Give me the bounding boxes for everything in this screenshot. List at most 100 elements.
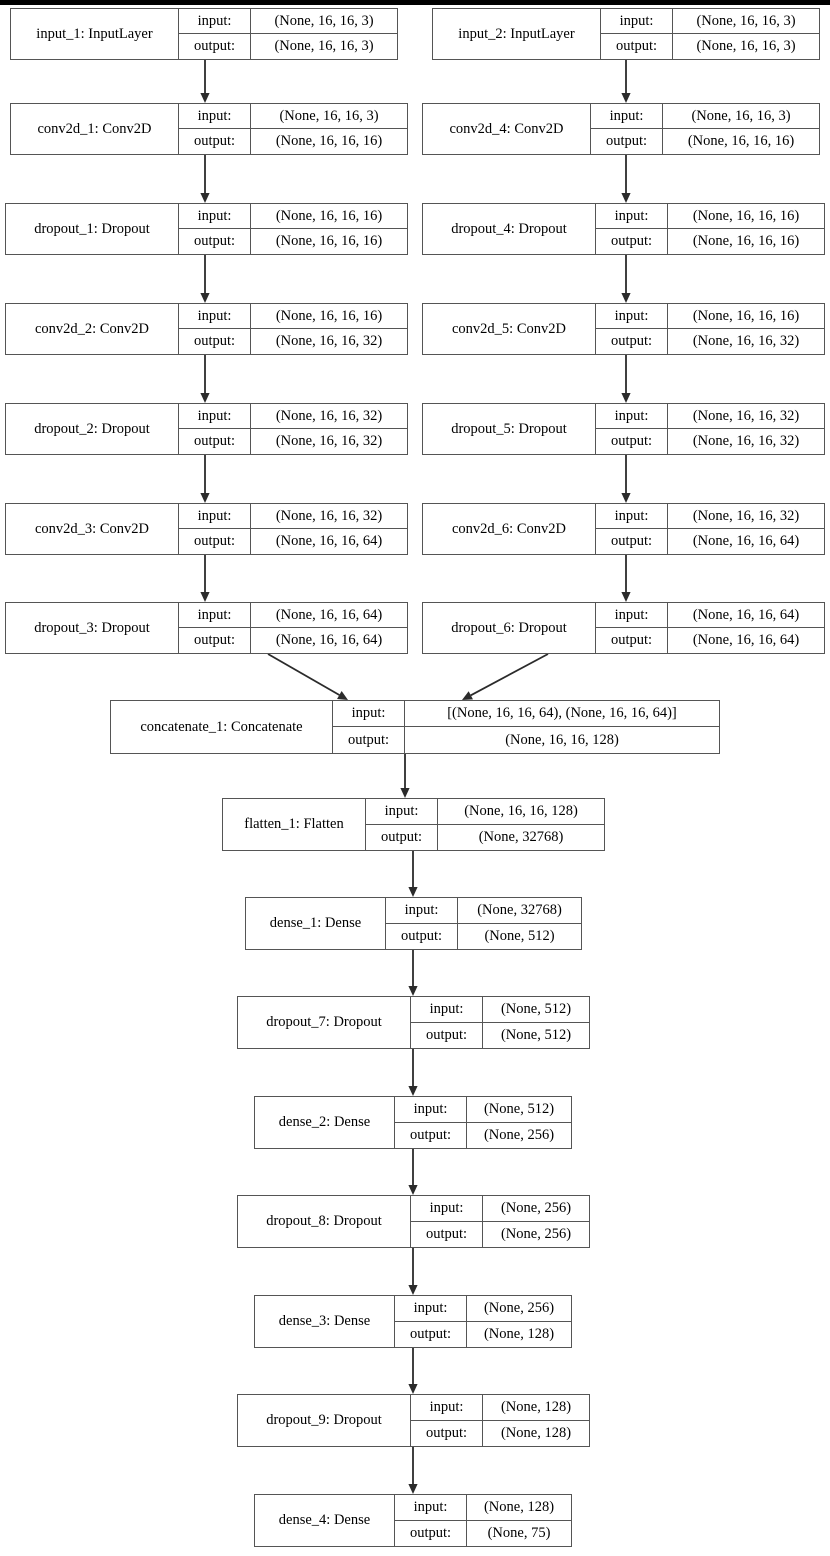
io-row-input: input:(None, 512) <box>395 1097 571 1123</box>
io-column: input:(None, 16, 16, 3)output:(None, 16,… <box>601 9 819 59</box>
io-row-output: output:(None, 16, 16, 64) <box>179 628 407 653</box>
layer-name-label: input_1: InputLayer <box>11 9 179 59</box>
layer-name-label: conv2d_2: Conv2D <box>6 304 179 354</box>
io-label-input: input: <box>601 9 673 33</box>
edge-conv2d_1-to-dropout_1 <box>200 155 210 203</box>
io-column: input:(None, 256)output:(None, 128) <box>395 1296 571 1347</box>
io-row-input: input:(None, 512) <box>411 997 589 1023</box>
io-label-output: output: <box>386 923 458 949</box>
io-row-output: output:(None, 256) <box>395 1122 571 1148</box>
arrowhead <box>408 986 418 996</box>
io-shape-output: (None, 16, 16, 3) <box>696 38 796 54</box>
io-shape-input: (None, 16, 16, 16) <box>692 207 800 224</box>
io-shape-input: (None, 512) <box>483 1100 555 1117</box>
edge-dropout_8-to-dense_3 <box>408 1248 418 1295</box>
edge-conv2d_5-to-dropout_5 <box>621 355 631 403</box>
io-shape-input: (None, 16, 16, 16) <box>692 307 800 324</box>
io-label-output: output: <box>179 34 251 59</box>
io-column: input: (None, 16, 16, 32) output: (None, 16… <box>179 404 407 454</box>
io-label-input: input: <box>179 603 251 627</box>
io-shape-output: (None, 16, 16, 16) <box>275 133 383 149</box>
io-label-output: output: <box>179 529 251 554</box>
io-label-input: input: <box>179 404 251 428</box>
io-row-input: input: (None, 16, 16, 64) <box>179 603 407 628</box>
io-row-output: output:(None, 16, 16, 16) <box>591 129 819 154</box>
io-shape-input: (None, 16, 16, 64) <box>275 606 383 623</box>
io-label-output: output: <box>596 529 668 554</box>
io-row-output: output: (None, 16, 16, 64) <box>179 529 407 554</box>
io-label-input: input: <box>596 404 668 428</box>
io-shape-input: (None, 16, 16, 32) <box>275 407 383 424</box>
io-row-input: input:(None, 128) <box>395 1495 571 1521</box>
io-label-input: input: <box>333 701 405 726</box>
arrowhead <box>408 1285 418 1295</box>
arrowhead <box>621 293 631 303</box>
arrowhead <box>200 493 210 503</box>
io-row-output: output:(None, 512) <box>411 1022 589 1048</box>
arrowhead <box>200 592 210 602</box>
io-shape-output: (None, 16, 16, 32) <box>275 433 383 449</box>
io-label-output: output: <box>179 229 251 254</box>
io-column: input: (None, 16, 16, 16) output:(None, 16… <box>596 304 824 354</box>
io-label-input: input: <box>596 304 668 328</box>
io-shape-output: (None, 16, 16, 64) <box>275 533 383 549</box>
io-shape-input: (None, 16, 16, 16) <box>275 207 383 224</box>
layer-name-label: dense_3: Dense <box>255 1296 395 1347</box>
io-label-input: input: <box>179 104 251 128</box>
io-row-output: output:(None, 16, 16, 32) <box>596 329 824 354</box>
io-label-output: output: <box>596 628 668 653</box>
io-row-input: input:(None, 16, 16, 3) <box>179 9 397 34</box>
io-shape-input: (None, 32768) <box>477 901 562 918</box>
io-column: input:[(None, 16, 16, 64), (None, 16, 16… <box>333 701 719 753</box>
io-column: input:(None, 128)output:(None, 128) <box>411 1395 589 1446</box>
io-row-output: output: (None, 16, 16, 32) <box>179 429 407 454</box>
arrowhead <box>408 1384 418 1394</box>
io-label-output: output: <box>411 1022 483 1048</box>
io-shape-output: (None, 16, 16, 32) <box>692 333 800 349</box>
io-shape-input: (None, 128) <box>483 1498 555 1515</box>
io-row-output: output:(None, 256) <box>411 1221 589 1247</box>
arrowhead <box>408 1086 418 1096</box>
io-label-output: output: <box>179 628 251 653</box>
io-row-input: input:(None, 256) <box>411 1196 589 1222</box>
io-label-output: output: <box>411 1221 483 1247</box>
io-column: input:(None, 256)output:(None, 256) <box>411 1196 589 1247</box>
io-row-input: input: (None, 16, 16, 32) <box>179 404 407 429</box>
edge-dropout_9-to-dense_4 <box>408 1447 418 1494</box>
io-label-output: output: <box>179 329 251 354</box>
io-shape-output: (None, 75) <box>487 1524 551 1541</box>
io-row-output: output:(None, 16, 16, 32) <box>179 329 407 354</box>
io-shape-output: (None, 32768) <box>478 828 564 845</box>
io-label-output: output: <box>179 429 251 454</box>
io-label-output: output: <box>395 1321 467 1347</box>
io-column: input:(None, 16, 16, 32)output:(None, 16… <box>179 504 407 554</box>
io-label-input: input: <box>179 304 251 328</box>
edge-dropout_6-to-concatenate_1 <box>462 653 549 700</box>
edge-dropout_3-to-concatenate_1 <box>267 653 348 700</box>
io-row-output: output:(None, 32768) <box>366 824 604 850</box>
